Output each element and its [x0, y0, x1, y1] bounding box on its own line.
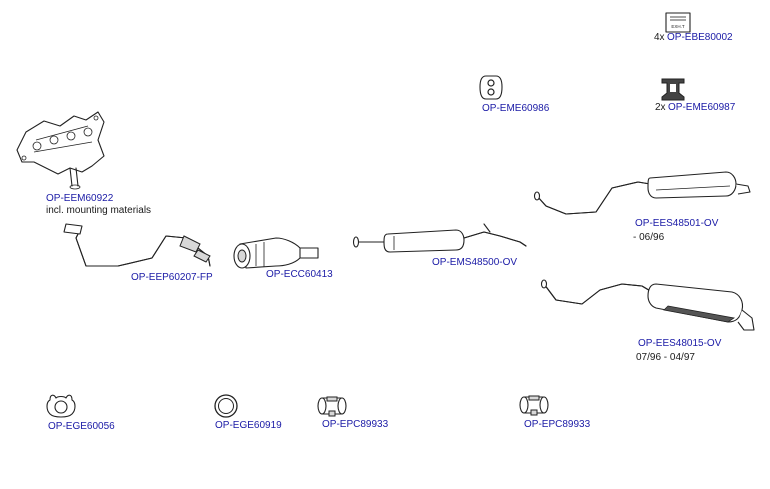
- part-link-eme60986[interactable]: OP-EME60986: [482, 103, 550, 114]
- qty-eme60987: 2x: [655, 102, 666, 113]
- note-eem60922: incl. mounting materials: [46, 205, 151, 216]
- part-link-ecc60413[interactable]: OP-ECC60413: [266, 269, 333, 280]
- part-link-eep60207[interactable]: OP-EEP60207-FP: [131, 272, 213, 283]
- part-link-eme60987[interactable]: OP-EME60987: [668, 102, 736, 113]
- catalytic-converter-drawing[interactable]: [233, 237, 319, 269]
- front-pipe-drawing[interactable]: [63, 223, 211, 267]
- part-link-ems48500[interactable]: OP-EMS48500-OV: [432, 257, 517, 268]
- part-link-epc89933-1[interactable]: OP-EPC89933: [322, 419, 389, 430]
- ring-gasket-drawing[interactable]: [214, 394, 238, 418]
- pipe-clamp-drawing-2[interactable]: [519, 395, 549, 416]
- qty-ebe80002: 4x: [654, 32, 665, 43]
- rear-silencer-ees48501-drawing[interactable]: [533, 171, 751, 215]
- middle-silencer-drawing[interactable]: [352, 223, 527, 253]
- rear-silencer-ees48015-drawing[interactable]: [540, 279, 755, 331]
- label-sticker-drawing[interactable]: EXH.T: [665, 12, 691, 33]
- rubber-hanger-ring-drawing[interactable]: [479, 75, 503, 100]
- part-link-ege60919[interactable]: OP-EGE60919: [215, 420, 282, 431]
- part-link-ebe80002[interactable]: OP-EBE80002: [667, 32, 733, 43]
- part-link-ege60056[interactable]: OP-EGE60056: [48, 421, 115, 432]
- exhaust-manifold-drawing[interactable]: [16, 111, 105, 190]
- part-link-epc89933-2[interactable]: OP-EPC89933: [524, 419, 591, 430]
- note-ees48015: 07/96 - 04/97: [636, 352, 695, 363]
- rubber-mount-drawing[interactable]: [661, 78, 685, 101]
- part-link-ees48501[interactable]: OP-EES48501-OV: [635, 218, 719, 229]
- label-sticker-text: EXH.T: [671, 24, 685, 29]
- note-ees48501: - 06/96: [633, 232, 665, 243]
- part-link-ees48015[interactable]: OP-EES48015-OV: [638, 338, 722, 349]
- part-link-eem60922[interactable]: OP-EEM60922: [46, 193, 114, 204]
- pipe-clamp-drawing[interactable]: [317, 396, 347, 417]
- flange-gasket-drawing[interactable]: [46, 394, 76, 418]
